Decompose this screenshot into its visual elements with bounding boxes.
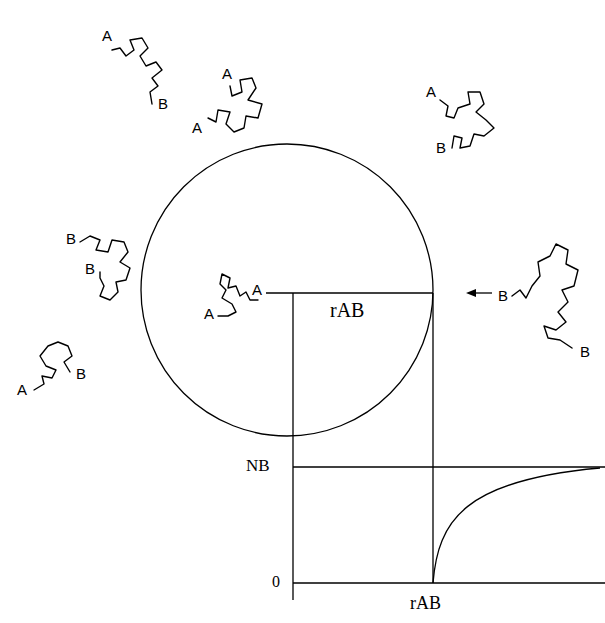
chain-end-label: A bbox=[252, 282, 262, 297]
polymer-coil bbox=[440, 92, 494, 148]
axis-level-label: NB bbox=[246, 457, 270, 474]
axis-origin-label: 0 bbox=[272, 574, 280, 590]
chain-end-label: B bbox=[436, 140, 446, 155]
chain-end-label: B bbox=[66, 231, 76, 246]
radius-line bbox=[266, 292, 433, 293]
arrowhead bbox=[466, 289, 476, 297]
density-curve bbox=[433, 468, 600, 583]
chain-end-label: B bbox=[580, 344, 590, 359]
y-axis bbox=[292, 293, 293, 600]
chain-end-label: A bbox=[426, 84, 436, 99]
polymer-coil bbox=[208, 78, 262, 132]
axis-tick-label: rAB bbox=[410, 594, 441, 612]
chain-end-label: A bbox=[222, 66, 232, 81]
approach-arrow bbox=[474, 292, 492, 293]
chain-end-label: A bbox=[204, 306, 214, 321]
chain-end-label: A bbox=[192, 120, 202, 135]
polymer-coil bbox=[80, 236, 130, 300]
x-axis bbox=[293, 582, 605, 583]
chain-end-label: A bbox=[102, 28, 112, 43]
chain-end-label: B bbox=[85, 261, 95, 276]
chain-end-label: B bbox=[76, 366, 86, 381]
chain-end-label: B bbox=[158, 96, 168, 111]
polymer-coil bbox=[112, 38, 162, 104]
radius-label: rAB bbox=[330, 300, 364, 320]
exclusion-sphere bbox=[141, 144, 433, 436]
chain-end-label: A bbox=[17, 382, 27, 397]
chain-end-label: B bbox=[498, 288, 508, 303]
nb-level-line bbox=[293, 466, 605, 467]
polymer-coil bbox=[34, 342, 72, 390]
polymer-coil bbox=[512, 244, 578, 348]
radius-drop-line bbox=[432, 293, 433, 583]
